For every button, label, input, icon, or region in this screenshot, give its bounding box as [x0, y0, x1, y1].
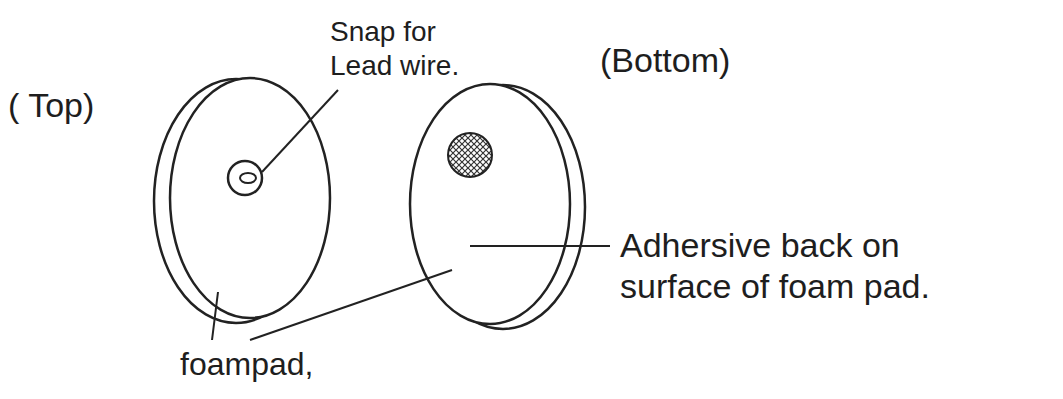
gel-contact: [448, 133, 492, 177]
leader-line: [250, 270, 452, 340]
note-label: Adhersive back on surface of foam pad.: [620, 225, 1000, 307]
leader-line: [470, 245, 610, 247]
part-label: Snap for Lead wire.: [330, 15, 500, 82]
snap-stud: [240, 173, 256, 183]
part-label: foampad,: [180, 345, 313, 383]
view-label: (Bottom): [600, 40, 730, 81]
foam-pad-top: [170, 78, 330, 318]
leader-line: [212, 292, 218, 340]
view-label: ( Top): [8, 85, 94, 126]
leader-line: [262, 90, 338, 172]
snap: [228, 161, 262, 195]
foam-pad-bottom: [410, 84, 570, 324]
